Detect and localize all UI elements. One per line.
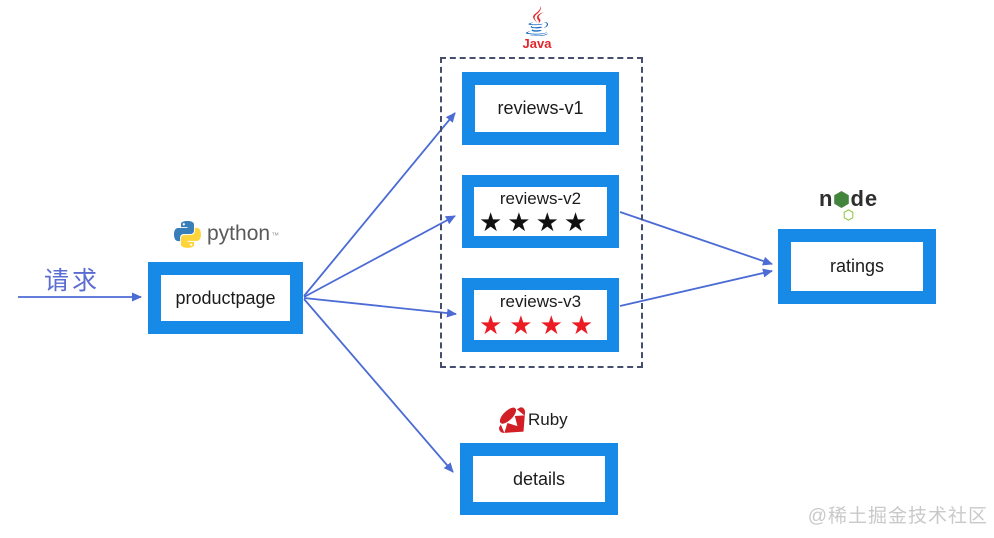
red-stars-rating: ★★★★	[479, 309, 601, 340]
nodejs-logo-label-de: de	[850, 186, 879, 211]
edge-productpage-details	[303, 298, 454, 473]
service-box-reviews-v1: reviews-v1	[462, 72, 619, 145]
black-stars-rating: ★★★★	[479, 206, 593, 236]
edge-productpage-reviews-v3	[303, 297, 457, 318]
ruby-logo: Ruby	[499, 404, 568, 436]
service-label-details: details	[512, 468, 566, 489]
service-label-reviews-v1: reviews-v1	[497, 98, 584, 119]
service-box-reviews-v2: reviews-v2 ★★★★	[462, 175, 619, 248]
service-box-productpage: productpage	[148, 262, 303, 334]
ruby-logo-label: Ruby	[528, 410, 568, 429]
edge-productpage-reviews-v1	[303, 112, 456, 297]
edge-reviews-v2-ratings	[619, 211, 773, 266]
ruby-logo-icon	[499, 407, 525, 433]
python-logo-label: python	[207, 222, 271, 245]
service-label-productpage: productpage	[175, 287, 276, 308]
reviews-group-border	[440, 57, 643, 368]
edge-reviews-v3-ratings	[619, 268, 773, 307]
watermark: @稀土掘金技术社区	[807, 506, 988, 527]
service-box-details: details	[460, 443, 618, 515]
service-label-reviews-v3: reviews-v3	[499, 292, 582, 311]
java-logo-icon	[525, 6, 549, 36]
nodejs-logo-label-n: n	[819, 186, 834, 211]
nodejs-hexagon-icon	[834, 190, 850, 208]
service-box-reviews-v3: reviews-v3 ★★★★	[462, 278, 619, 352]
nodejs-badge-icon	[843, 209, 854, 221]
nodejs-logo: n de	[819, 188, 878, 228]
edge-productpage-reviews-v2	[303, 215, 456, 298]
service-box-ratings: ratings	[778, 229, 936, 304]
request-label: 请求	[44, 267, 101, 295]
service-label-reviews-v2: reviews-v2	[499, 189, 582, 208]
java-logo-label: Java	[522, 36, 552, 51]
python-trademark: ™	[271, 231, 280, 240]
java-logo: Java	[506, 5, 568, 55]
python-logo-icon	[174, 220, 201, 248]
service-label-ratings: ratings	[829, 256, 885, 277]
